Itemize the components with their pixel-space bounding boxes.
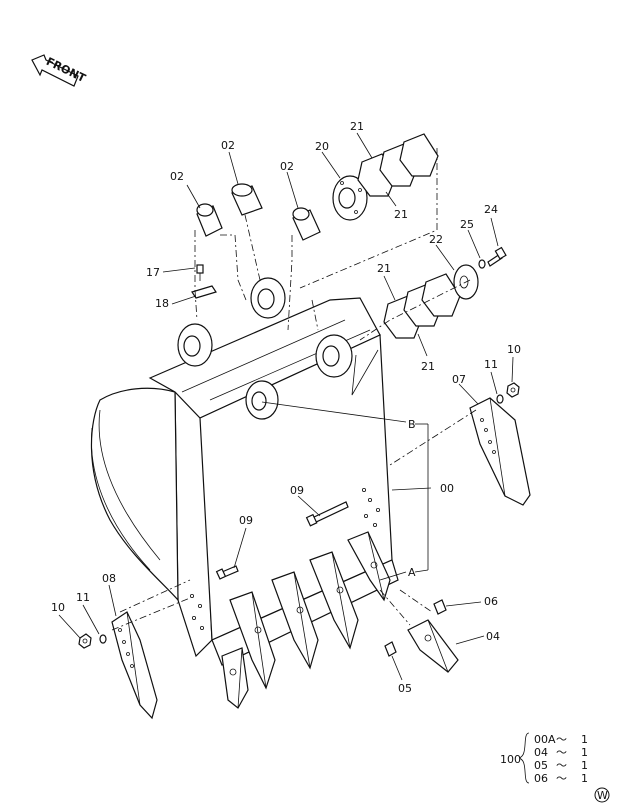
pin-boss-lower bbox=[245, 380, 279, 420]
row1-qty: 1 bbox=[581, 733, 588, 746]
bushing-02-right bbox=[292, 207, 321, 241]
pin-boss-right bbox=[315, 334, 353, 378]
tooth-04-3 bbox=[271, 571, 319, 670]
callout-21b: 21 bbox=[394, 208, 408, 221]
side-cutter-07 bbox=[469, 397, 531, 506]
shim-21-upper bbox=[299, 133, 439, 289]
callout-07: 07 bbox=[452, 373, 466, 386]
washer-11-left bbox=[99, 634, 107, 644]
tooth-04-2 bbox=[229, 591, 276, 690]
tooth-04-5 bbox=[347, 531, 391, 602]
callout-22: 22 bbox=[429, 233, 443, 246]
callout-09b: 09 bbox=[239, 514, 253, 527]
callout-05: 05 bbox=[398, 682, 412, 695]
callout-labels: 00 02 02 02 04 05 06 07 08 09 09 10 10 1… bbox=[51, 120, 521, 695]
callout-10a: 10 bbox=[507, 343, 521, 356]
side-cutter-08 bbox=[111, 611, 158, 720]
callout-11b: 11 bbox=[76, 591, 90, 604]
callout-02b: 02 bbox=[221, 139, 235, 152]
nut-10-right bbox=[506, 382, 520, 398]
watermark-mark: W bbox=[594, 787, 610, 803]
bolt-24 bbox=[487, 246, 507, 267]
row2-sep: ～ bbox=[556, 746, 567, 759]
callout-21a: 21 bbox=[350, 120, 364, 133]
watermark-letter: W bbox=[597, 789, 608, 802]
washer-11-right bbox=[496, 394, 504, 404]
row3-qty: 1 bbox=[581, 759, 588, 772]
bolt-09-lower bbox=[215, 565, 239, 580]
callout-08: 08 bbox=[102, 572, 116, 585]
callout-21c: 21 bbox=[377, 262, 391, 275]
reference-B: B bbox=[408, 418, 416, 431]
row4-qty: 1 bbox=[581, 772, 588, 785]
row1-part: 00A bbox=[534, 733, 556, 746]
callout-11a: 11 bbox=[484, 358, 498, 371]
pin-boss-left bbox=[177, 323, 213, 367]
assembly-number: 100 bbox=[500, 753, 521, 766]
row1-sep: ～ bbox=[556, 733, 567, 746]
nut-10-left bbox=[78, 633, 92, 649]
pin-06 bbox=[433, 599, 447, 615]
bushing-02-middle bbox=[231, 183, 263, 216]
shim-21-lower bbox=[383, 273, 461, 339]
washer-25 bbox=[478, 259, 486, 269]
reference-A: A bbox=[408, 566, 416, 579]
callout-24: 24 bbox=[484, 203, 498, 216]
bucket-body bbox=[90, 297, 399, 666]
leader-lines bbox=[58, 132, 514, 681]
row3-part: 05 bbox=[534, 759, 548, 772]
pin-boss-upper bbox=[250, 277, 286, 319]
callout-20: 20 bbox=[315, 140, 329, 153]
callout-02a: 02 bbox=[170, 170, 184, 183]
row2-part: 04 bbox=[534, 746, 548, 759]
callout-00: 00 bbox=[440, 482, 454, 495]
grease-nipple-17 bbox=[196, 264, 204, 281]
callout-21d: 21 bbox=[421, 360, 435, 373]
bushing-02-left bbox=[196, 203, 223, 237]
row2-qty: 1 bbox=[581, 746, 588, 759]
row4-part: 06 bbox=[534, 772, 548, 785]
lock-05 bbox=[384, 641, 397, 657]
callout-04: 04 bbox=[486, 630, 500, 643]
front-arrow-icon: FRONT bbox=[31, 54, 88, 87]
row4-sep: ～ bbox=[556, 772, 567, 785]
tooth-04-separate bbox=[407, 619, 459, 673]
callout-10b: 10 bbox=[51, 601, 65, 614]
plate-18 bbox=[191, 285, 217, 299]
callout-17: 17 bbox=[146, 266, 160, 279]
callout-09a: 09 bbox=[290, 484, 304, 497]
row3-sep: ～ bbox=[556, 759, 567, 772]
assembly-table: 100 00A ～ 1 04 ～ 1 05 ～ 1 06 ～ 1 bbox=[500, 732, 588, 785]
callout-02c: 02 bbox=[280, 160, 294, 173]
flanged-bushing-20 bbox=[332, 175, 368, 221]
callout-06: 06 bbox=[484, 595, 498, 608]
tooth-04-4 bbox=[309, 551, 359, 650]
bolt-09-upper bbox=[305, 501, 349, 527]
tooth-04-1 bbox=[221, 647, 249, 709]
callout-25: 25 bbox=[460, 218, 474, 231]
phantom-lines bbox=[111, 214, 477, 631]
callout-18: 18 bbox=[155, 297, 169, 310]
